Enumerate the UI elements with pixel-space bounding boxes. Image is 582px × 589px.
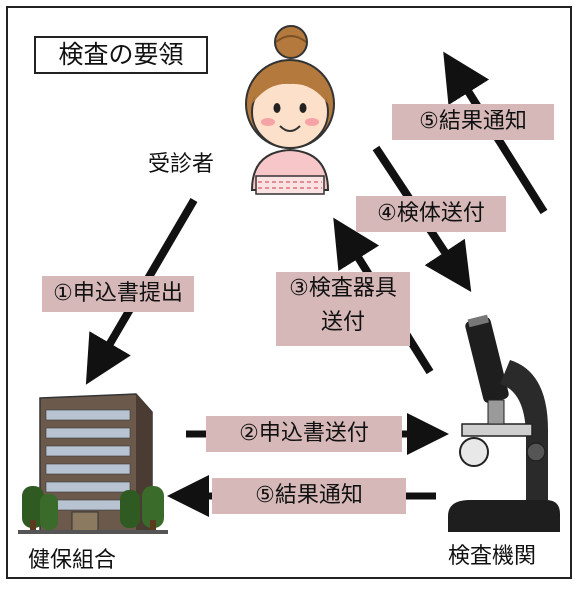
step5-top-label: ⑤結果通知 <box>392 104 554 140</box>
step5-bottom-label: ⑤結果通知 <box>212 478 406 514</box>
step3-label: ③検査器具 送付 <box>276 272 410 346</box>
step4-label: ④検体送付 <box>356 196 506 232</box>
step1-label: ①申込書提出 <box>42 276 194 312</box>
building-illustration <box>18 393 168 534</box>
step3-label-line1: ③検査器具 <box>289 276 397 301</box>
examinee-illustration <box>245 25 335 195</box>
lab-label: 検査機関 <box>448 544 537 569</box>
step3-label-line2: 送付 <box>320 310 365 335</box>
microscope-illustration <box>448 314 560 532</box>
examinee-label: 受診者 <box>148 152 215 177</box>
insurer-label: 健保組合 <box>28 548 117 573</box>
step2-label: ②申込書送付 <box>206 416 402 452</box>
diagram-title: 検査の要領 <box>34 36 208 74</box>
arrow-step5-top <box>443 51 548 215</box>
